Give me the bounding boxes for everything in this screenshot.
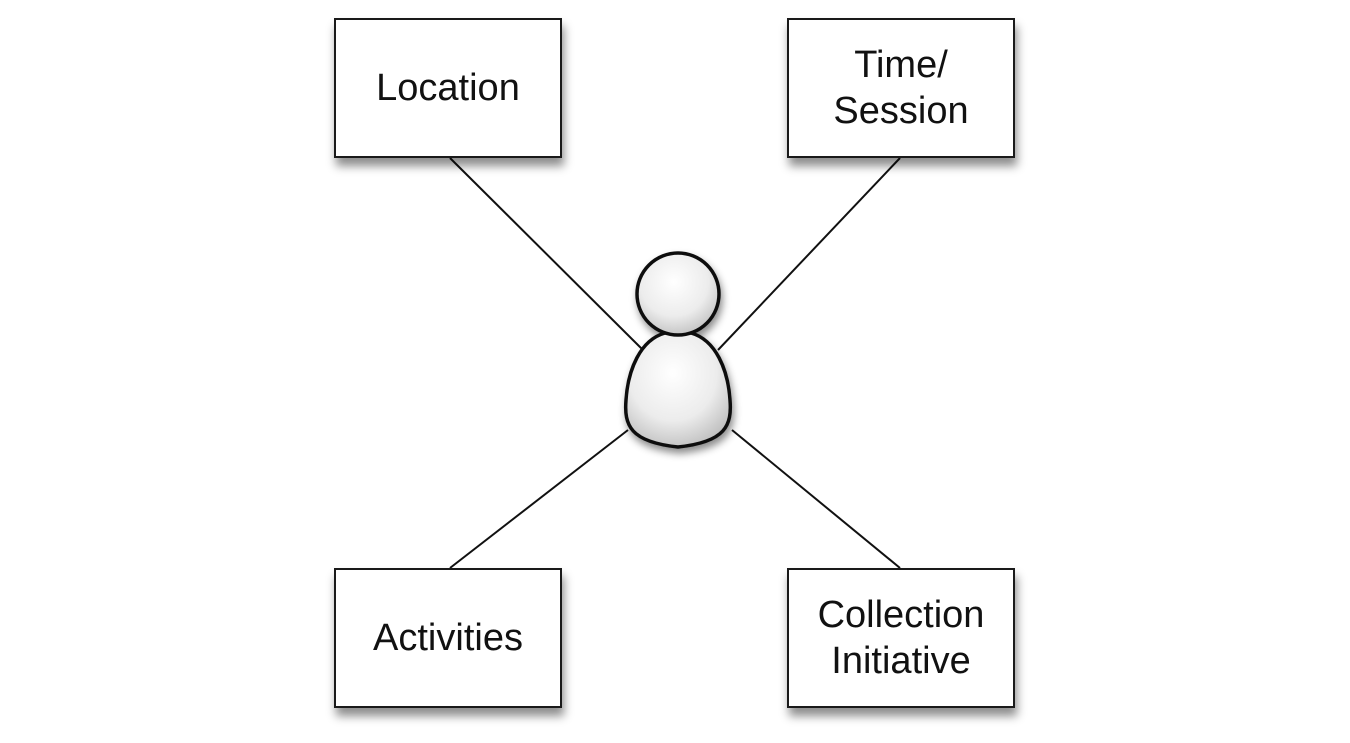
node-activities-label: Activities (373, 617, 523, 659)
node-time-session: Time/ Session (787, 18, 1015, 158)
node-location-label: Location (376, 67, 520, 109)
person-body (623, 331, 733, 449)
person-icon (623, 251, 733, 449)
person-head (635, 251, 721, 337)
node-collection-initiative-label: Collection Initiative (817, 594, 985, 682)
node-time-session-label: Time/ Session (833, 44, 969, 132)
connector-time (717, 157, 901, 351)
connector-activities (449, 429, 629, 569)
connector-collection (731, 429, 901, 569)
node-activities: Activities (334, 568, 562, 708)
node-collection-initiative: Collection Initiative (787, 568, 1015, 708)
node-location: Location (334, 18, 562, 158)
connector-location (449, 157, 646, 353)
